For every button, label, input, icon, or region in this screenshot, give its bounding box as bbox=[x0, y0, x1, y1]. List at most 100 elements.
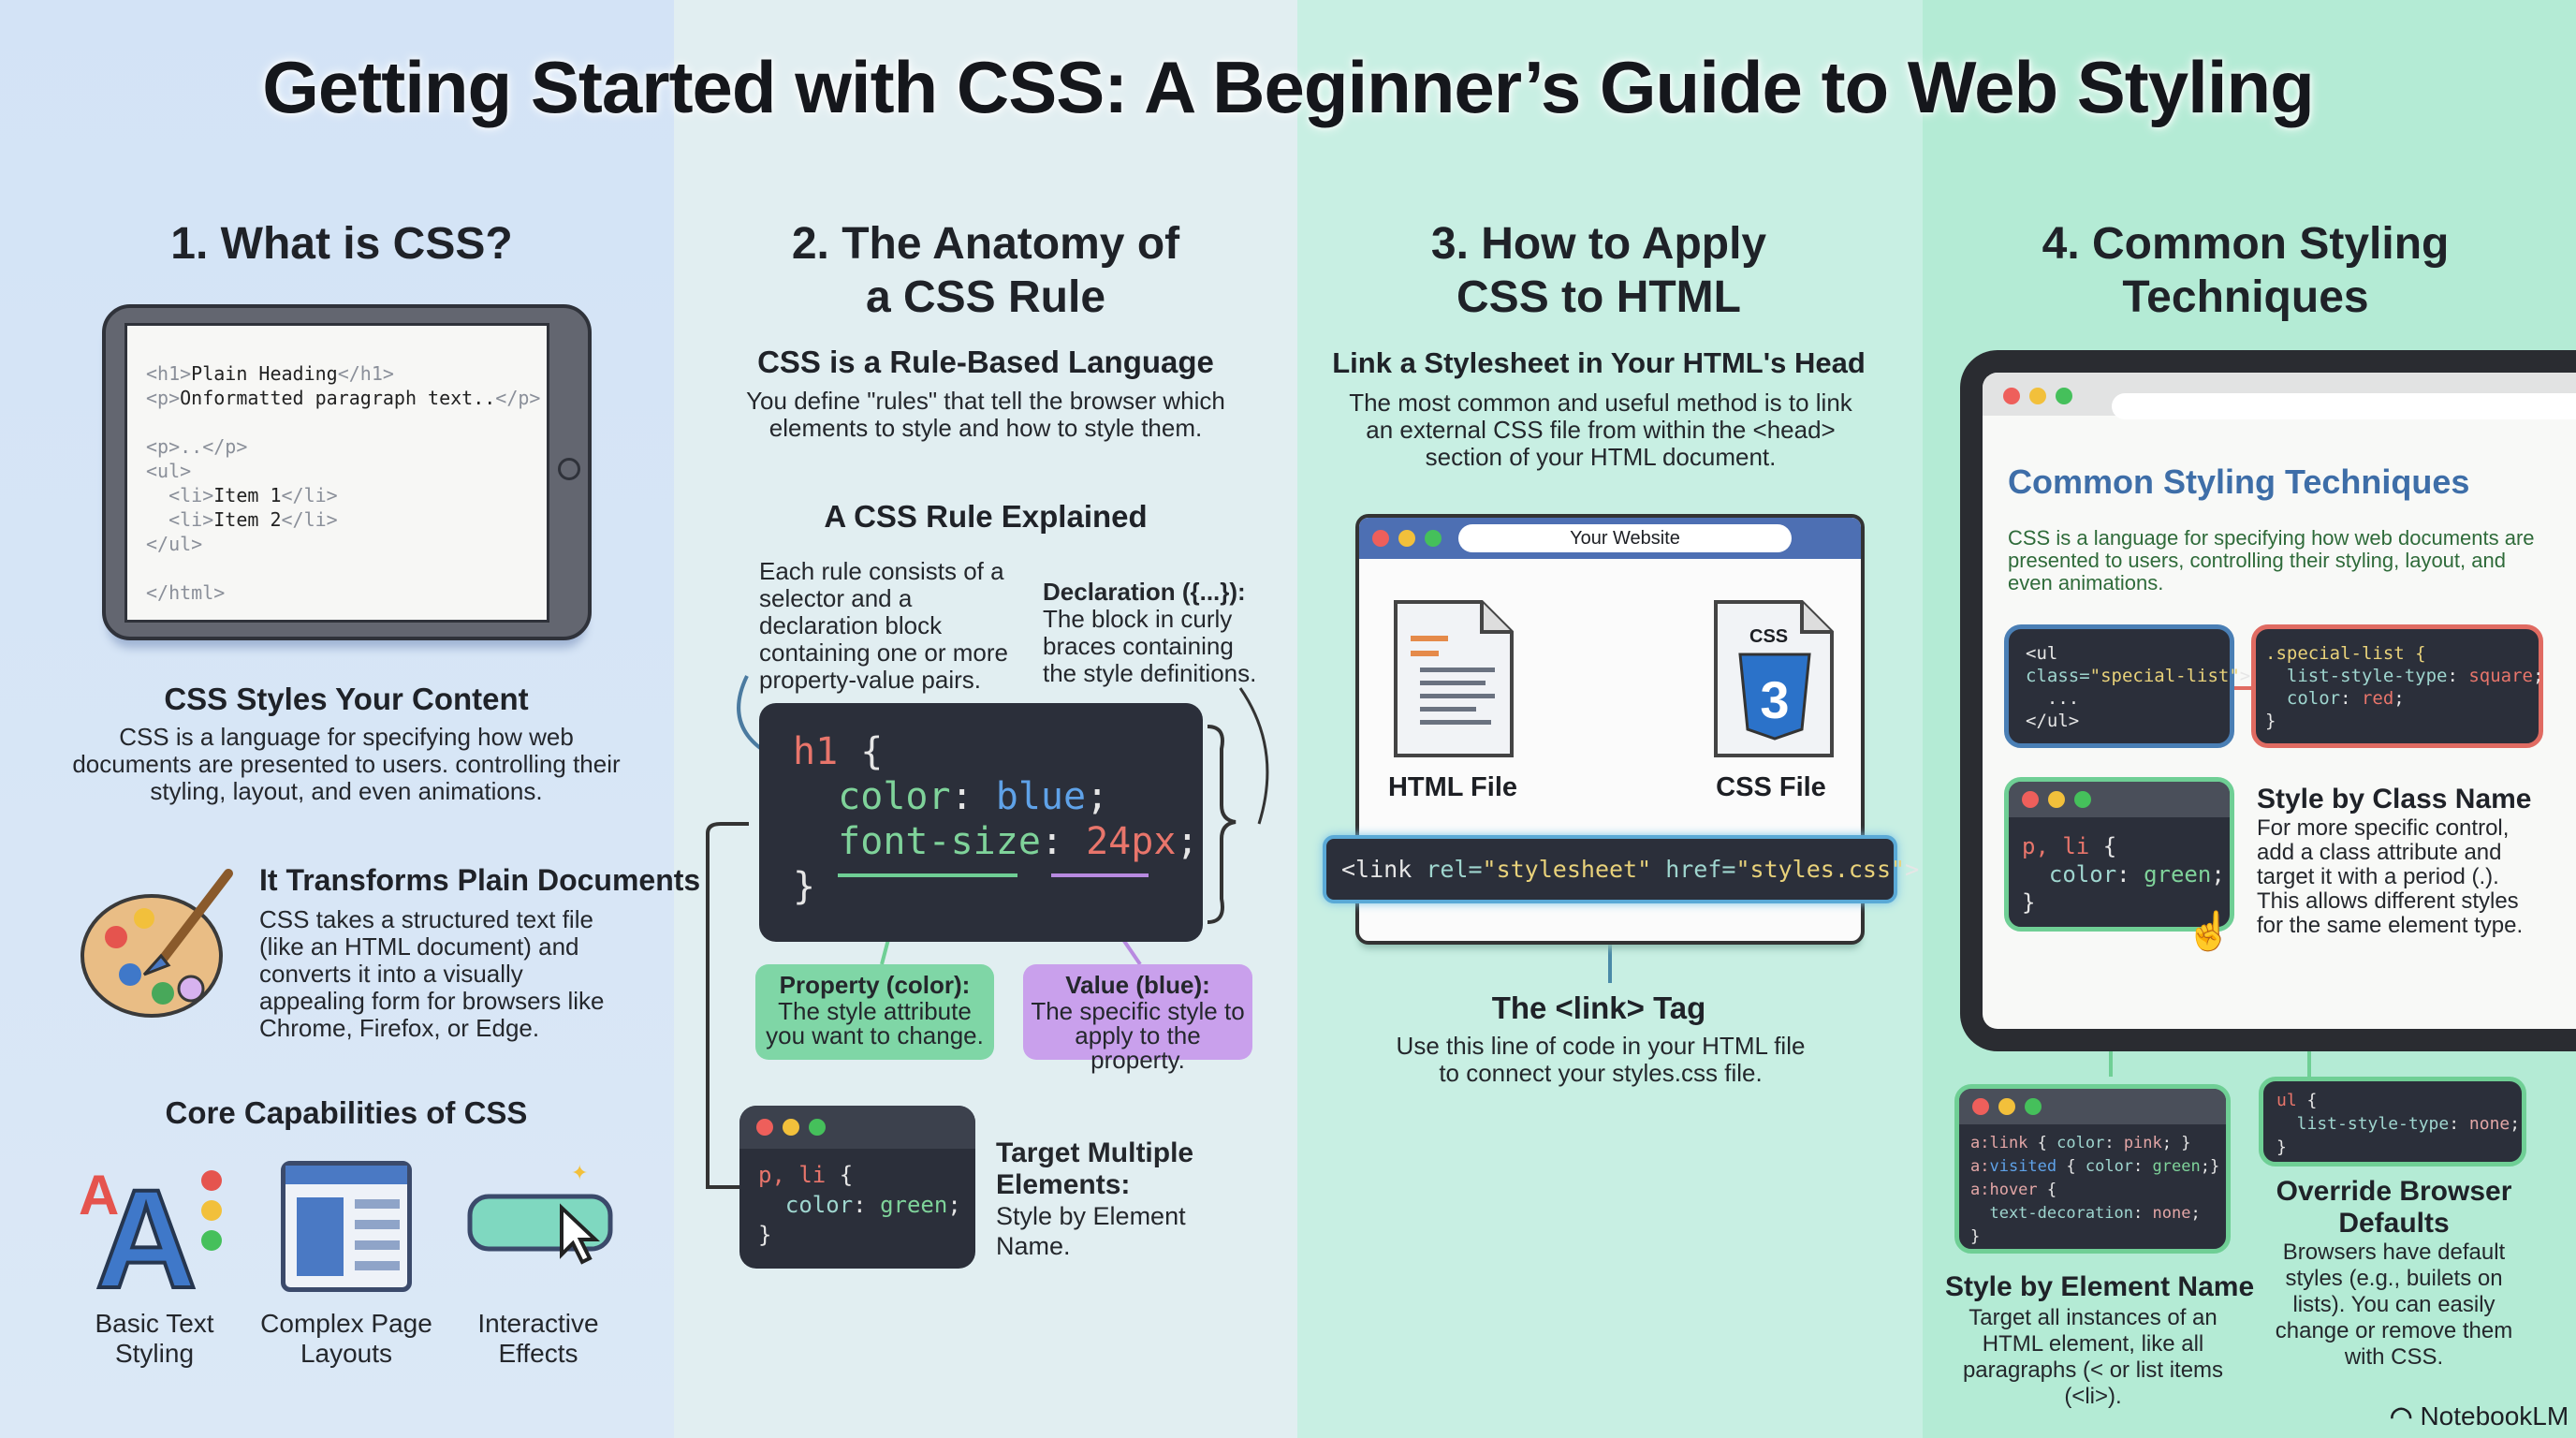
code-token: ; bbox=[2533, 666, 2544, 686]
webpage-heading: Common Styling Techniques bbox=[2008, 462, 2470, 501]
code-token: 24px bbox=[1086, 820, 1177, 863]
code-token: green bbox=[2152, 1157, 2201, 1176]
multi-element-code: p, li { color: green;} bbox=[739, 1149, 975, 1250]
capability-label-text: Basic Text Styling bbox=[95, 1309, 214, 1368]
code-token: : bbox=[2133, 1204, 2153, 1223]
code-token: p, li bbox=[2022, 833, 2090, 859]
code-token: rel= bbox=[1426, 856, 1483, 883]
code-line: <li>Item 1</li> bbox=[146, 483, 547, 507]
code-token: .special-list { bbox=[2265, 643, 2426, 664]
webpage-paragraph: CSS is a language for specifying how web… bbox=[2008, 526, 2535, 594]
code-token: none bbox=[2468, 1114, 2510, 1134]
code-token: <ul bbox=[2026, 643, 2058, 664]
styles-content-text: CSS is a language for specifying how web… bbox=[72, 723, 621, 805]
code-token: blue bbox=[995, 775, 1087, 818]
code-token: a:link bbox=[1970, 1134, 2028, 1152]
multi-element-code-block: p, li { color: green;} bbox=[739, 1106, 975, 1269]
rule-based-title: CSS is a Rule-Based Language bbox=[757, 345, 1214, 379]
code-line: ... bbox=[2026, 687, 2230, 710]
code-token: pink bbox=[2123, 1134, 2162, 1152]
interactive-button-icon: ✦ bbox=[467, 1161, 613, 1283]
address-bar[interactable] bbox=[2112, 393, 2576, 419]
property-callout: Property (color): The style attribute yo… bbox=[755, 964, 994, 1060]
code-token: color bbox=[2265, 688, 2341, 709]
code-token: "stylesheet" bbox=[1482, 856, 1652, 883]
browser-title-bar: Your Website bbox=[1359, 518, 1861, 559]
code-token: : bbox=[2133, 1157, 2153, 1176]
code-token: { bbox=[826, 1162, 854, 1188]
code-token: red bbox=[2361, 688, 2394, 709]
property-callout-title: Property (color): bbox=[779, 971, 971, 999]
link-tag-code: <link rel="stylesheet" href="styles.css"… bbox=[1323, 835, 1919, 903]
section-2-heading-line2: a CSS Rule bbox=[865, 272, 1106, 322]
code-line bbox=[146, 410, 547, 434]
styles-content-title: CSS Styles Your Content bbox=[164, 682, 529, 716]
code-line: color: red; bbox=[2265, 687, 2539, 710]
code-line: <link rel="stylesheet" href="styles.css"… bbox=[1341, 856, 1919, 883]
brand-name: NotebookLM bbox=[2420, 1401, 2569, 1431]
code-token: Onformatted paragraph text.. bbox=[180, 387, 496, 409]
page-title: Getting Started with CSS: A Beginner’s G… bbox=[262, 46, 2315, 128]
code-token: } bbox=[2022, 889, 2036, 916]
code-token: </p> bbox=[495, 387, 541, 409]
code-line: color: green; bbox=[758, 1190, 975, 1220]
code-line: a:hover { bbox=[1970, 1179, 2226, 1202]
code-token: <li> bbox=[146, 508, 214, 531]
code-token: } bbox=[2276, 1137, 2287, 1157]
code-token: font-size bbox=[793, 820, 1041, 863]
link-stylesheet-title: Link a Stylesheet in Your HTML's Head bbox=[1332, 346, 1866, 379]
code-token: <link bbox=[1341, 856, 1427, 883]
green-code-block: p, li { color: green;} bbox=[2004, 777, 2234, 932]
code-token: a:hover bbox=[1970, 1181, 2038, 1199]
class-css-code-block: .special-list { list-style-type: square;… bbox=[2251, 624, 2543, 748]
multi-element-title: Target Multiple Elements: bbox=[996, 1137, 1194, 1200]
code-token: </html> bbox=[146, 581, 226, 604]
code-line: color: blue; bbox=[793, 774, 1203, 819]
code-line: } bbox=[793, 864, 1203, 909]
code-token: <h1> bbox=[146, 362, 192, 385]
code-token: ; bbox=[2510, 1114, 2521, 1134]
code-token: Plain Heading bbox=[191, 362, 338, 385]
code-token: ; bbox=[2190, 1204, 2201, 1223]
code-line: color: green; bbox=[2022, 860, 2230, 888]
code-token: ; bbox=[1086, 775, 1109, 818]
value-underline bbox=[1051, 873, 1149, 877]
code-line: </ul> bbox=[146, 532, 547, 556]
code-token: : bbox=[2447, 666, 2469, 686]
code-line: .special-list { bbox=[2265, 642, 2539, 665]
code-line: <p>..</p> bbox=[146, 434, 547, 459]
paint-palette-icon bbox=[79, 862, 238, 1027]
multi-element-text: Style by Element Name. bbox=[996, 1202, 1186, 1260]
code-token: </ul> bbox=[146, 533, 203, 555]
link-tag-title: The <link> Tag bbox=[1491, 990, 1706, 1025]
html-css-connector bbox=[2234, 686, 2251, 690]
capability-label-layout: Complex Page Layouts bbox=[260, 1309, 432, 1368]
svg-text:A: A bbox=[95, 1160, 197, 1317]
ul-override-code: ul { list-style-type: none;} bbox=[2276, 1089, 2522, 1159]
pseudo-class-code: a:link { color: pink; }a:visited { color… bbox=[1959, 1124, 2226, 1249]
code-token: </ul> bbox=[2026, 711, 2080, 731]
browser-tab[interactable]: Your Website bbox=[1458, 524, 1792, 552]
code-token: p, li bbox=[758, 1162, 827, 1188]
transforms-title: It Transforms Plain Documents bbox=[259, 863, 701, 897]
code-line: } bbox=[2022, 888, 2230, 917]
code-token: "special-list" bbox=[2089, 666, 2240, 686]
hand-cursor-icon: ☝ bbox=[2186, 911, 2232, 952]
code-token: : bbox=[2104, 1134, 2124, 1152]
page-layout-icon bbox=[281, 1161, 412, 1292]
property-callout-text: The style attribute you want to change. bbox=[766, 997, 984, 1049]
code-line: p, li { bbox=[2022, 832, 2230, 860]
section-2-heading-line1: 2. The Anatomy of bbox=[791, 219, 1180, 269]
link-tag-code-line: <link rel="stylesheet" href="styles.css"… bbox=[1341, 856, 1919, 883]
html-file-icon bbox=[1392, 598, 1515, 759]
window-dots bbox=[1372, 530, 1442, 547]
window-dots bbox=[2003, 388, 2072, 404]
rule-explained-title: A CSS Rule Explained bbox=[824, 499, 1148, 534]
window-dots bbox=[2009, 782, 2230, 817]
code-token: list-style-type bbox=[2276, 1114, 2450, 1134]
code-token: : bbox=[2116, 861, 2144, 888]
code-token: { bbox=[838, 730, 884, 773]
code-token: } bbox=[1970, 1227, 1981, 1246]
tablet-screen: <h1>Plain Heading</h1><p>Onformatted par… bbox=[124, 323, 549, 623]
